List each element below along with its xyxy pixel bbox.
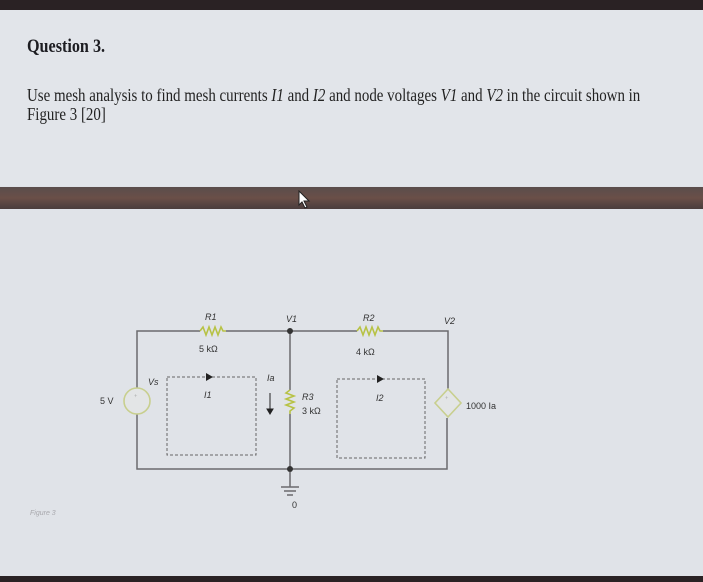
bottom-bezel	[0, 576, 703, 582]
label-r3: R3	[302, 392, 314, 402]
question-card: Question 3. Use mesh analysis to find me…	[0, 10, 703, 186]
label-i2: I2	[376, 393, 384, 403]
mesh-loop-2	[336, 378, 426, 459]
node-v1	[287, 328, 293, 334]
text: Use mesh analysis to find mesh currents	[27, 85, 272, 105]
mouse-cursor-icon	[298, 190, 311, 209]
divider-band	[0, 187, 703, 209]
text: and	[283, 85, 313, 105]
label-v1: V1	[286, 314, 297, 324]
ia-arrow-icon	[266, 393, 274, 415]
figure-area	[0, 209, 703, 576]
label-ia: Ia	[267, 373, 275, 383]
resistor-r1	[199, 324, 226, 338]
mesh-loop-1	[166, 376, 257, 456]
mesh1-arrow-icon	[206, 373, 213, 381]
figure-caption: Figure 3	[30, 510, 56, 517]
var-v1: V1	[440, 85, 458, 105]
mesh2-arrow-icon	[377, 375, 384, 383]
top-wire	[136, 330, 449, 389]
text: in the circuit shown in Figure 3 [20]	[27, 85, 641, 124]
label-ground: 0	[292, 500, 297, 510]
question-text: Use mesh analysis to find mesh currents …	[27, 86, 658, 124]
bottom-wire	[136, 414, 448, 470]
question-title: Question 3.	[27, 36, 106, 57]
resistor-r3	[283, 389, 297, 414]
text: and	[457, 85, 487, 105]
ground-icon	[281, 472, 299, 496]
label-r2: R2	[363, 313, 375, 323]
label-i1: I1	[204, 390, 212, 400]
var-i2: I2	[312, 85, 326, 105]
label-dependent-source: 1000 Ia	[466, 401, 496, 411]
text: and node voltages	[325, 85, 441, 105]
label-r1: R1	[205, 312, 217, 322]
voltage-source-icon	[123, 387, 151, 415]
label-r3-value: 3 kΩ	[302, 406, 321, 416]
screen: Question 3. Use mesh analysis to find me…	[0, 10, 703, 576]
dependent-source-icon	[433, 387, 463, 419]
resistor-r2	[356, 324, 383, 338]
label-v2: V2	[444, 316, 455, 326]
label-r1-value: 5 kΩ	[199, 344, 218, 354]
label-r2-value: 4 kΩ	[356, 347, 375, 357]
node-ground	[287, 466, 293, 472]
label-source-value: 5 V	[100, 396, 114, 406]
var-i1: I1	[271, 85, 284, 105]
label-vs: Vs	[148, 377, 159, 387]
circuit-diagram: + + R1 5 kΩ R2 4 kΩ R3 3 kΩ V1 V2 Vs 5 V…	[100, 312, 496, 510]
plus-sign: +	[445, 396, 449, 402]
var-v2: V2	[486, 85, 503, 105]
plus-sign: +	[134, 394, 138, 400]
